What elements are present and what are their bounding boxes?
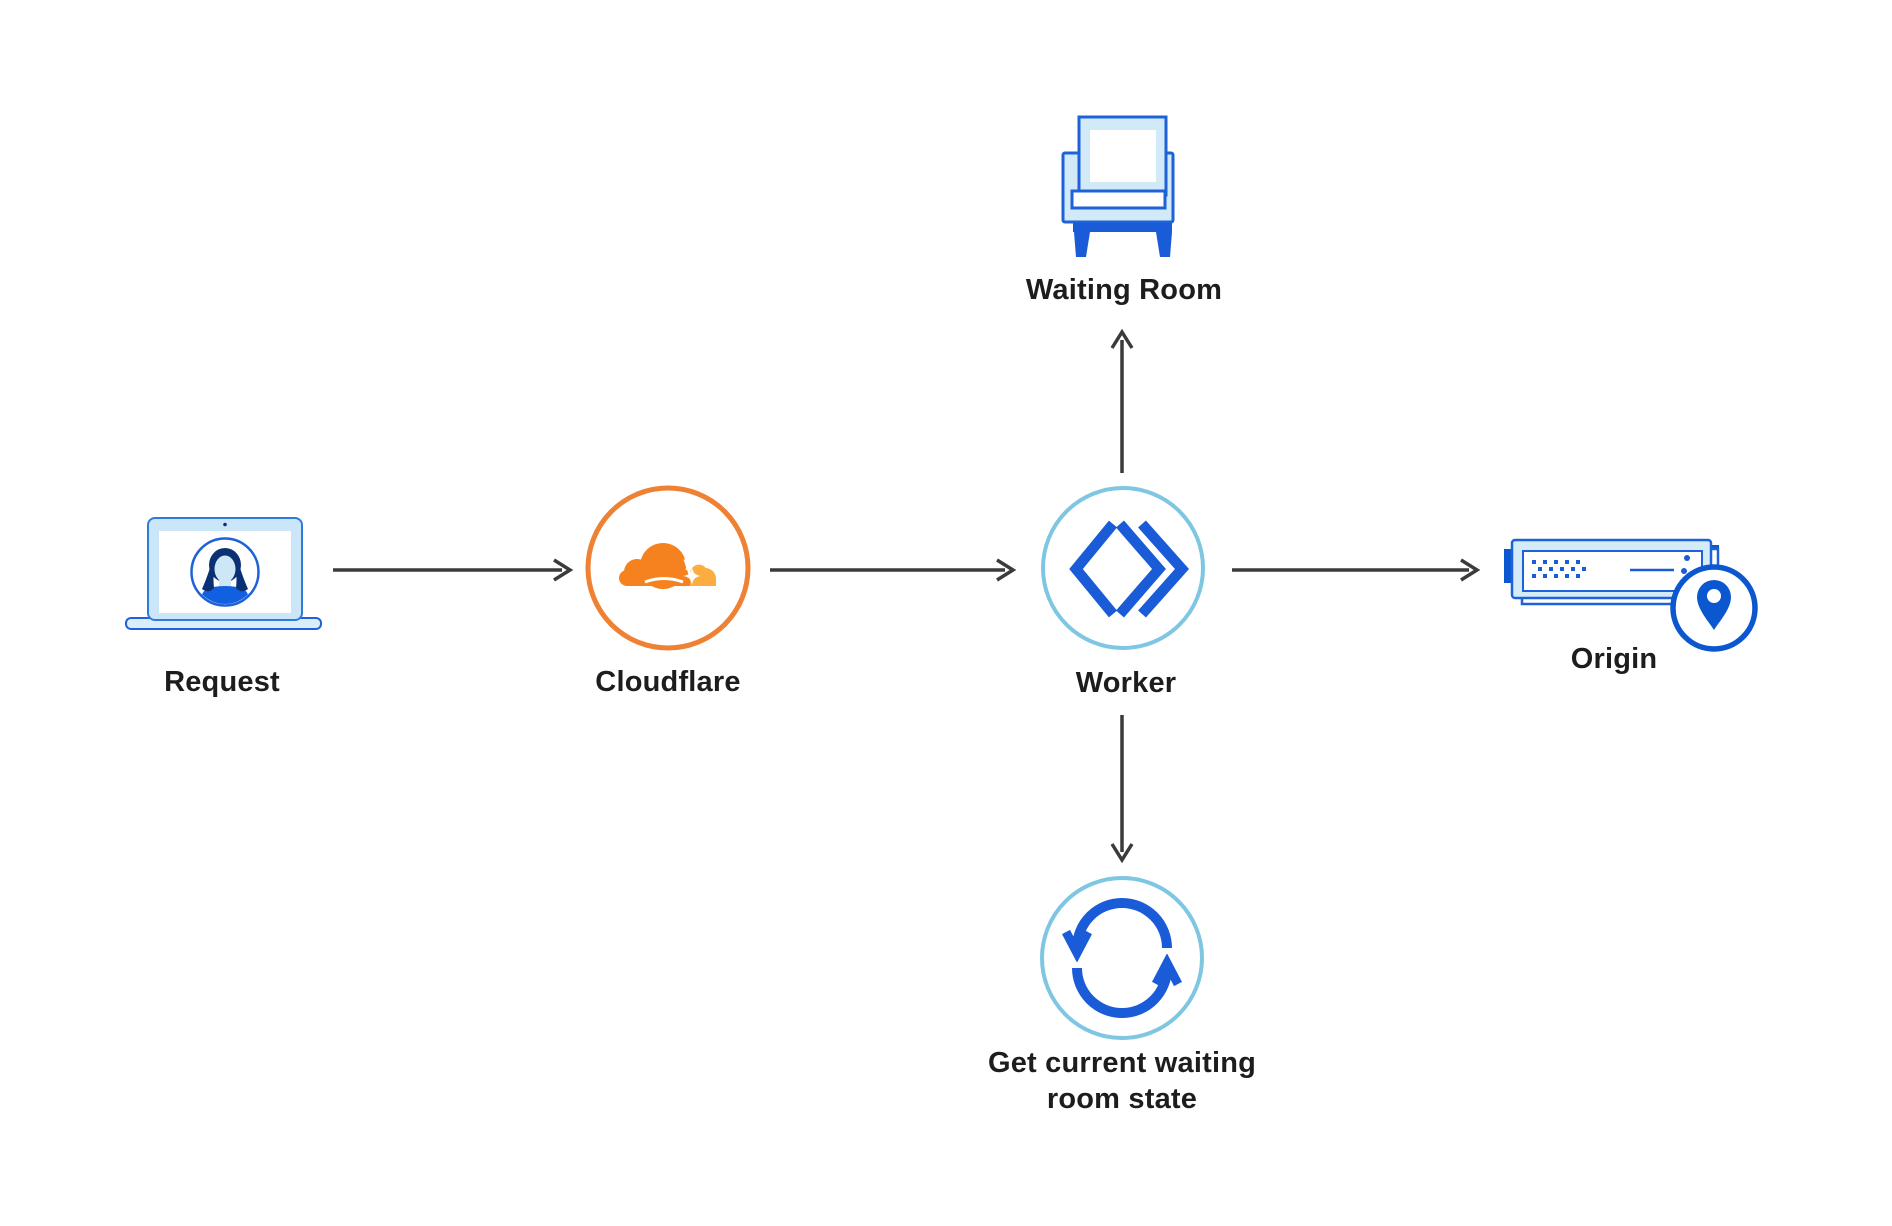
request-label: Request <box>164 666 280 698</box>
origin-label: Origin <box>1570 643 1658 675</box>
waiting-room-state-label: Get current waiting room state <box>912 1045 1332 1117</box>
cloudflare-logo-icon <box>585 485 751 651</box>
waiting-room-state-label-line2: room state <box>1046 1083 1198 1115</box>
server-led-bottom <box>1681 568 1687 574</box>
origin-server-icon <box>1504 538 1758 652</box>
sync-arcs <box>1077 898 1167 1018</box>
worker-ring <box>1041 486 1205 650</box>
armchair-legs <box>1073 223 1172 257</box>
waiting-room-label: Waiting Room <box>1025 274 1223 306</box>
waiting-room-state-label-line1: Get current waiting <box>987 1047 1257 1079</box>
user-avatar <box>190 537 260 607</box>
server-led-top <box>1684 555 1690 561</box>
laptop-camera-dot <box>223 522 227 527</box>
cloudflare-label: Cloudflare <box>595 666 741 698</box>
sync-arrows-icon <box>1040 876 1204 1040</box>
worker-chevrons <box>1069 520 1190 618</box>
armchair-backrest-panel <box>1090 130 1156 182</box>
worker-code-brackets-icon <box>1041 486 1205 650</box>
armchair-seat <box>1070 189 1167 210</box>
cloudflare-cloud <box>619 543 717 589</box>
server-left-tab <box>1504 549 1514 583</box>
laptop-user-icon <box>125 517 322 630</box>
armchair-icon <box>1061 115 1175 257</box>
server-dot-grid <box>1532 560 1586 578</box>
worker-label: Worker <box>1075 667 1177 699</box>
location-pin-icon <box>1670 564 1758 652</box>
